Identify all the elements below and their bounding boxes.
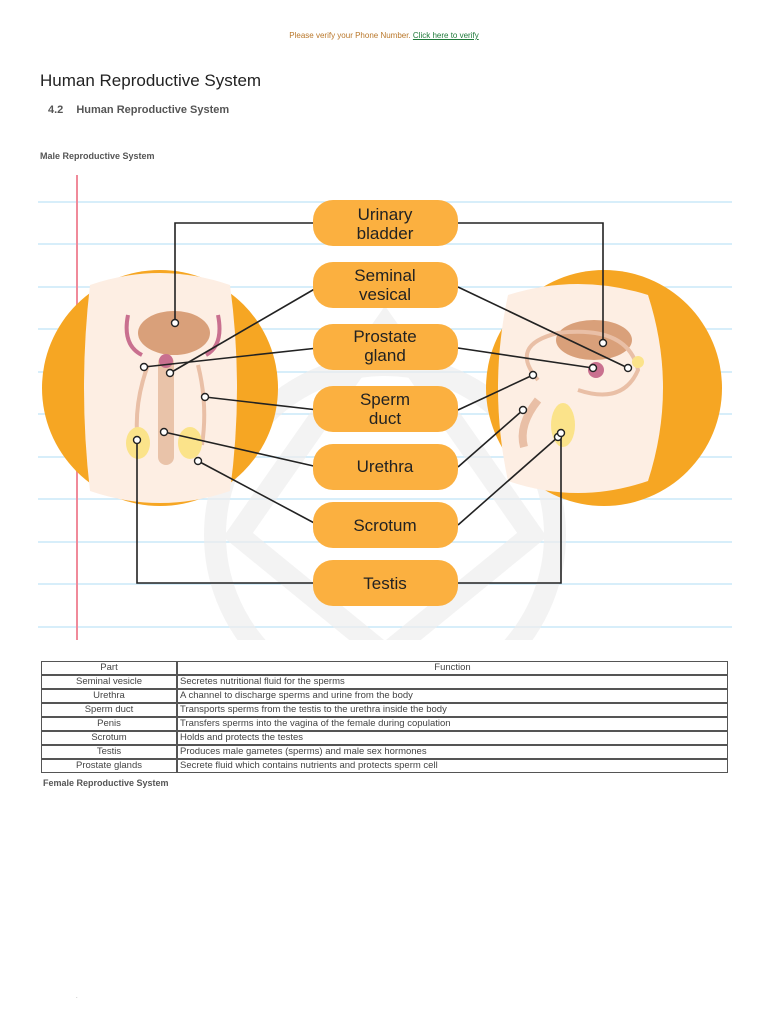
footer-mark: . <box>76 994 78 1000</box>
cell-part: Prostate glands <box>41 759 177 773</box>
label-line: Scrotum <box>353 516 417 535</box>
cell-part: Sperm duct <box>41 703 177 717</box>
table-row: Scrotum Holds and protects the testes <box>41 731 728 745</box>
cell-part: Testis <box>41 745 177 759</box>
cell-part: Urethra <box>41 689 177 703</box>
male-system-heading: Male Reproductive System <box>40 151 155 161</box>
cell-part: Scrotum <box>41 731 177 745</box>
cell-function: Transfers sperms into the vagina of the … <box>177 717 728 731</box>
label-prostate-gland: Prostate gland <box>312 327 458 365</box>
label-urinary-bladder: Urinary bladder <box>312 205 458 243</box>
side-view-illustration <box>486 270 722 506</box>
cell-function: Secrete fluid which contains nutrients a… <box>177 759 728 773</box>
front-view-illustration <box>42 270 278 506</box>
label-sperm-duct: Sperm duct <box>312 390 458 428</box>
table-row: Testis Produces male gametes (sperms) an… <box>41 745 728 759</box>
connector-dots <box>132 318 633 466</box>
verify-banner: Please verify your Phone Number. Click h… <box>0 31 768 40</box>
cell-function: A channel to discharge sperms and urine … <box>177 689 728 703</box>
parts-function-table: Part Function Seminal vesicle Secretes n… <box>41 661 728 773</box>
label-line: Testis <box>363 574 407 593</box>
section-number: 4.2 <box>48 104 64 116</box>
connector-lines <box>136 222 629 584</box>
label-line: Urethra <box>356 457 414 476</box>
section-heading: 4.2 Human Reproductive System <box>48 104 229 116</box>
label-line: Sperm <box>359 390 411 409</box>
cell-part: Penis <box>41 717 177 731</box>
section-title: Human Reproductive System <box>76 104 230 116</box>
label-seminal-vesical: Seminal vesical <box>312 266 458 304</box>
label-line: Urinary <box>357 205 413 224</box>
label-urethra: Urethra <box>312 457 458 476</box>
label-testis: Testis <box>312 574 458 593</box>
page-title: Human Reproductive System <box>40 71 262 90</box>
label-pills <box>313 200 458 606</box>
cell-function: Holds and protects the testes <box>177 731 728 745</box>
label-line: bladder <box>356 224 414 243</box>
cell-part: Seminal vesicle <box>41 675 177 689</box>
label-line: gland <box>364 346 406 365</box>
diagram-svg <box>38 175 732 640</box>
table-row: Sperm duct Transports sperms from the te… <box>41 703 728 717</box>
table-header-row: Part Function <box>41 661 728 675</box>
table-row: Seminal vesicle Secretes nutritional flu… <box>41 675 728 689</box>
column-header-function: Function <box>177 661 728 675</box>
column-header-part: Part <box>41 661 177 675</box>
cell-function: Secretes nutritional fluid for the sperm… <box>177 675 728 689</box>
label-line: Prostate <box>353 327 417 346</box>
cell-function: Produces male gametes (sperms) and male … <box>177 745 728 759</box>
label-line: duct <box>368 409 402 428</box>
cell-function: Transports sperms from the testis to the… <box>177 703 728 717</box>
verify-link[interactable]: Click here to verify <box>412 31 479 40</box>
table-row: Penis Transfers sperms into the vagina o… <box>41 717 728 731</box>
label-line: Seminal <box>354 266 416 285</box>
male-reproductive-diagram: Urinary bladder Seminal vesical Prostate… <box>38 175 732 640</box>
label-scrotum: Scrotum <box>312 516 458 535</box>
table-row: Urethra A channel to discharge sperms an… <box>41 689 728 703</box>
female-system-heading: Female Reproductive System <box>43 778 169 788</box>
verify-message: Please verify your Phone Number. <box>289 31 411 40</box>
label-line: vesical <box>359 285 411 304</box>
table-row: Prostate glands Secrete fluid which cont… <box>41 759 728 773</box>
